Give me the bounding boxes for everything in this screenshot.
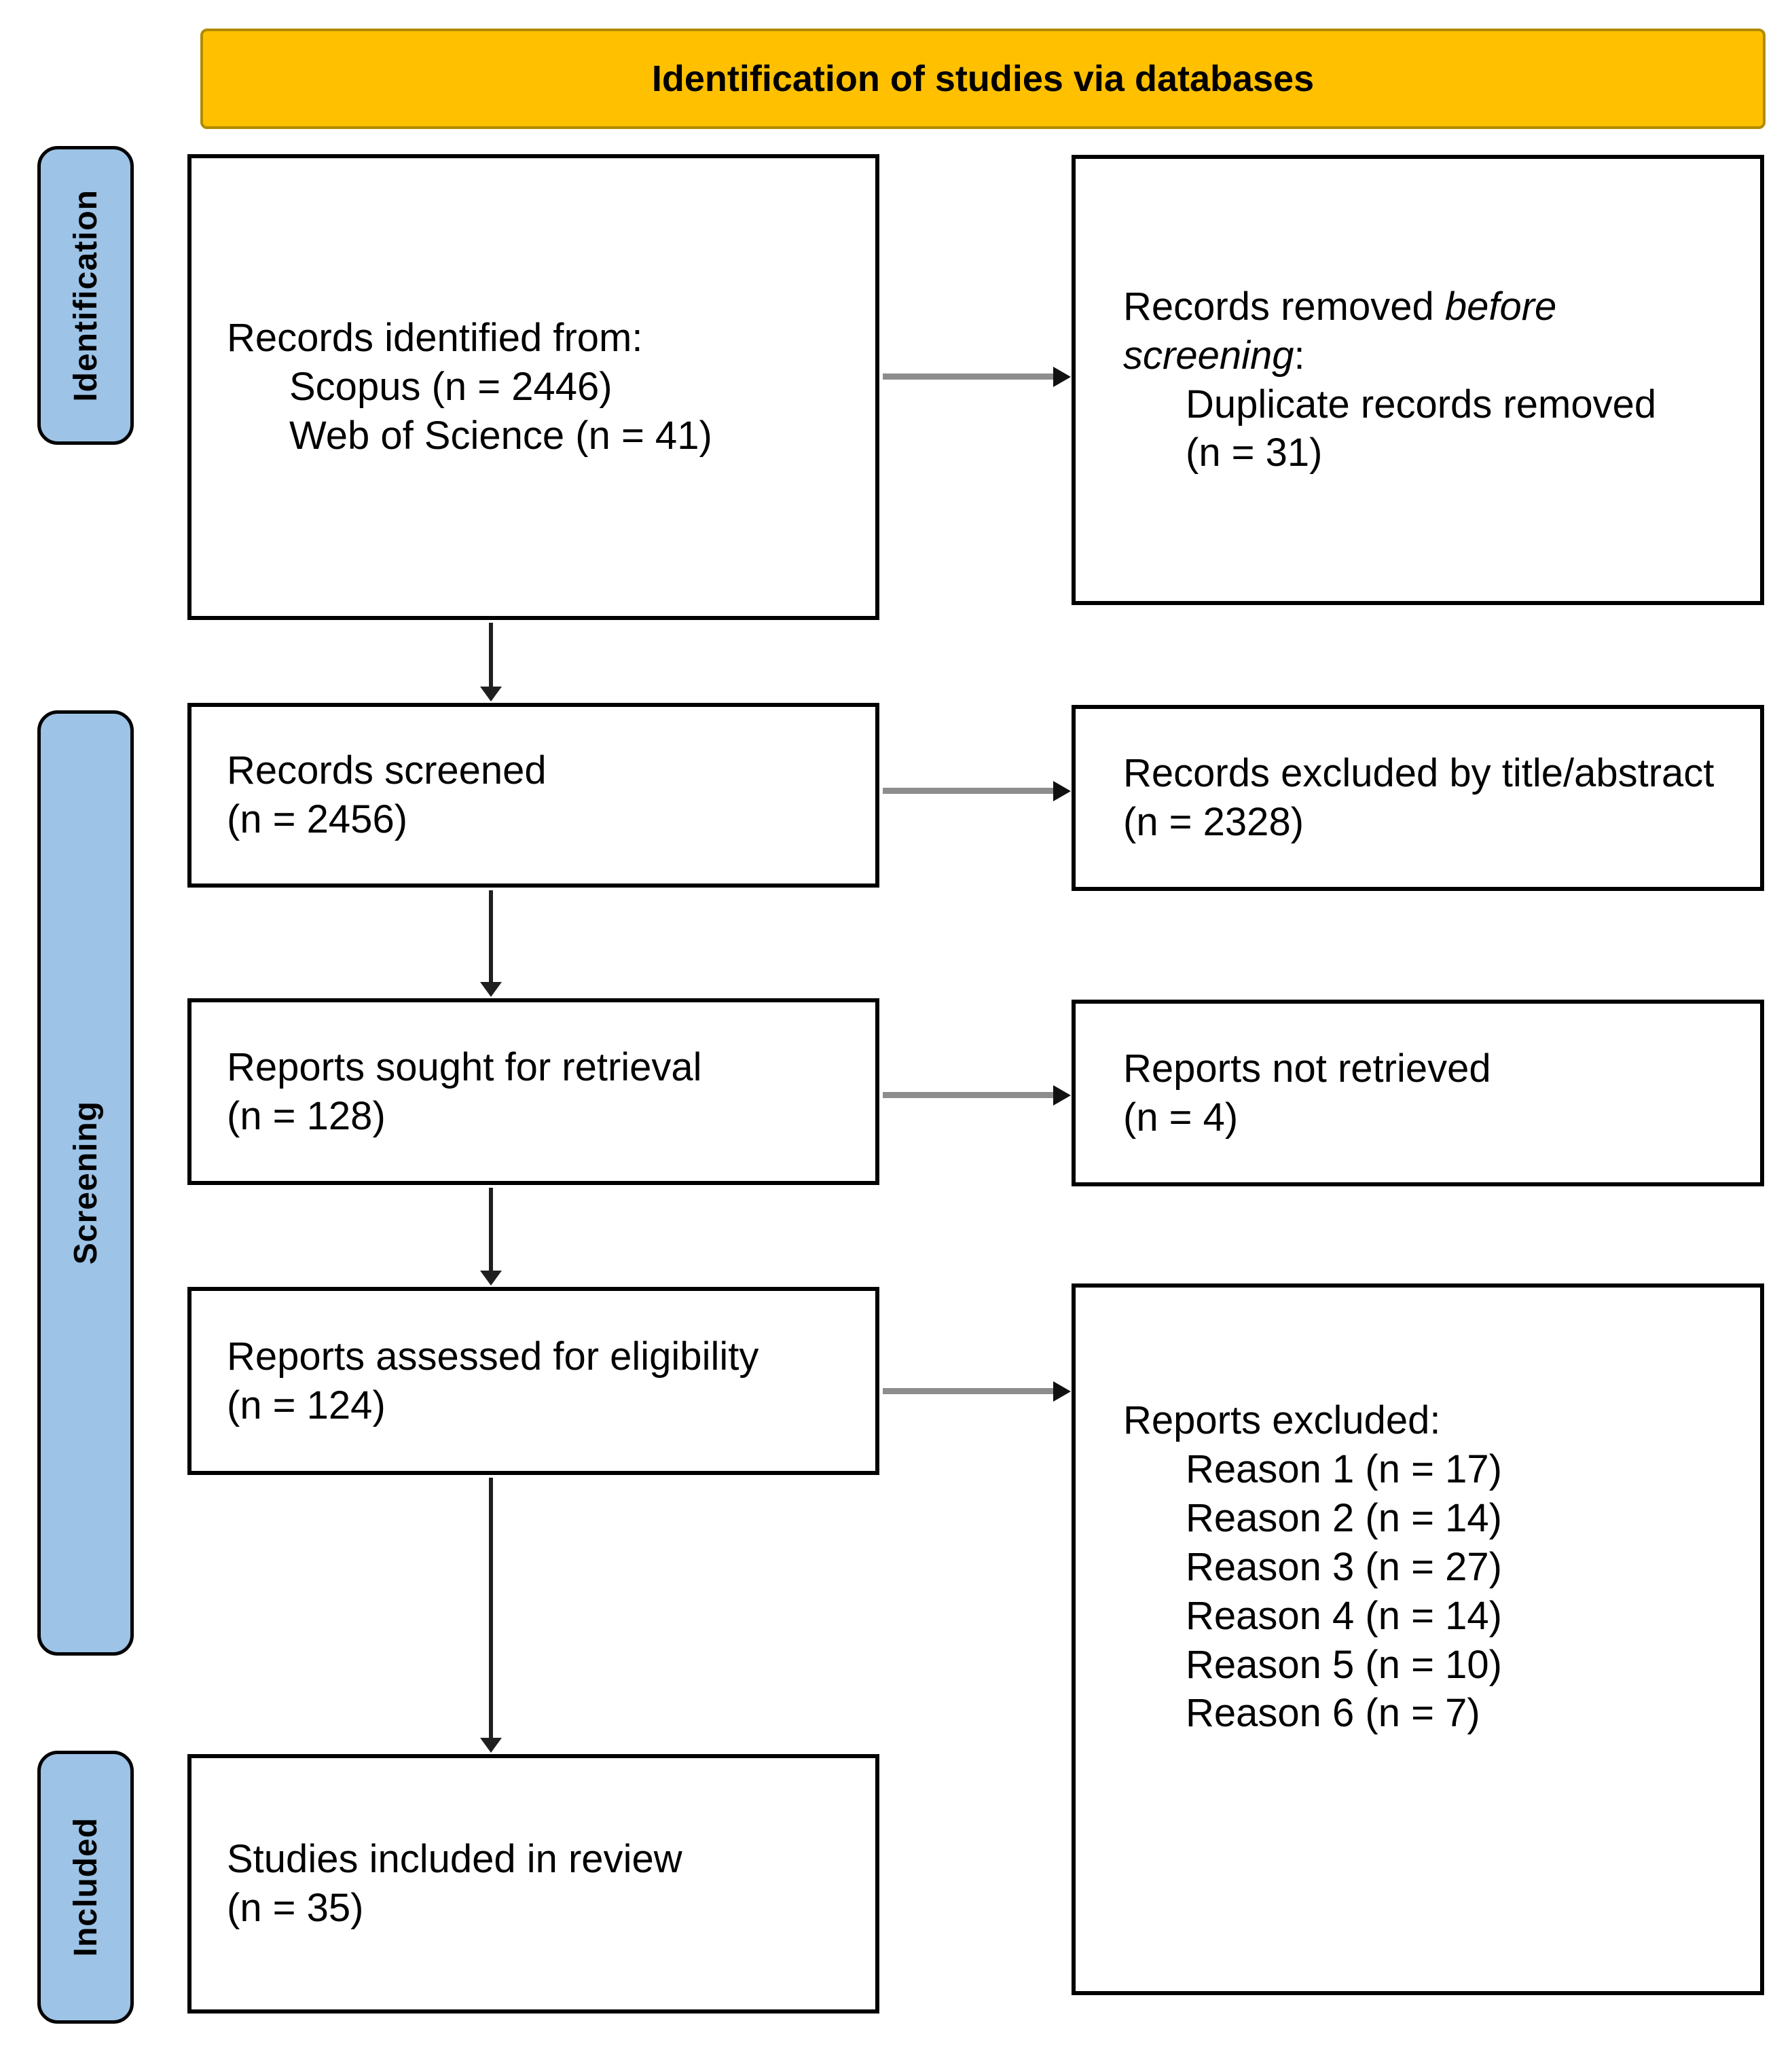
records-removed-line1: Records removed before bbox=[1123, 283, 1751, 331]
records-identified-wos: Web of Science (n = 41) bbox=[289, 413, 712, 458]
records-removed-normal-text: Records removed bbox=[1123, 284, 1445, 329]
records-removed-colon: : bbox=[1294, 333, 1305, 378]
box-records-excluded: Records excluded by title/abstract (n = … bbox=[1072, 705, 1764, 891]
records-screened-count: (n = 2456) bbox=[227, 797, 408, 841]
reason-item: Reason 1 (n = 17) bbox=[1186, 1446, 1502, 1491]
banner-title: Identification of studies via databases bbox=[651, 58, 1315, 99]
records-removed-line2: screening: bbox=[1123, 331, 1751, 380]
stage-label-identification-text: Identification bbox=[67, 189, 104, 402]
duplicate-records-removed: Duplicate records removed bbox=[1186, 382, 1657, 426]
studies-included-label: Studies included in review bbox=[227, 1837, 682, 1882]
records-excluded-count: (n = 2328) bbox=[1123, 800, 1304, 844]
records-removed-italic-before: before bbox=[1444, 284, 1557, 329]
box-records-removed-before-screening: Records removed before screening: Duplic… bbox=[1072, 155, 1764, 605]
reason-item: Reason 3 (n = 27) bbox=[1186, 1544, 1502, 1589]
arrow-screened-to-sought bbox=[489, 890, 493, 983]
box-studies-included: Studies included in review (n = 35) bbox=[187, 1754, 879, 2014]
reports-excluded-title: Reports excluded: bbox=[1123, 1398, 1441, 1442]
records-excluded-label: Records excluded by title/abstract bbox=[1123, 751, 1715, 796]
reports-not-retrieved-count: (n = 4) bbox=[1123, 1095, 1239, 1140]
reason-item: Reason 4 (n = 14) bbox=[1186, 1593, 1502, 1638]
records-removed-italic-screening: screening bbox=[1123, 333, 1294, 378]
arrow-identified-to-removed bbox=[883, 373, 1054, 380]
reason-item: Reason 6 (n = 7) bbox=[1186, 1691, 1480, 1736]
box-reports-assessed: Reports assessed for eligibility (n = 12… bbox=[187, 1287, 879, 1475]
box-reports-sought: Reports sought for retrieval (n = 128) bbox=[187, 998, 879, 1185]
duplicate-records-removed-count: (n = 31) bbox=[1186, 431, 1323, 475]
reports-not-retrieved-label: Reports not retrieved bbox=[1123, 1046, 1491, 1091]
arrow-assessed-to-excluded-reasons bbox=[883, 1388, 1054, 1394]
box-reports-not-retrieved: Reports not retrieved (n = 4) bbox=[1072, 1000, 1764, 1186]
reports-assessed-label: Reports assessed for eligibility bbox=[227, 1334, 759, 1379]
reports-sought-count: (n = 128) bbox=[227, 1093, 386, 1138]
reports-sought-label: Reports sought for retrieval bbox=[227, 1044, 702, 1089]
stage-label-screening: Screening bbox=[37, 710, 134, 1656]
reason-item: Reason 2 (n = 14) bbox=[1186, 1495, 1502, 1540]
arrow-assessed-to-included bbox=[489, 1478, 493, 1739]
box-records-identified: Records identified from: Scopus (n = 244… bbox=[187, 154, 879, 620]
studies-included-count: (n = 35) bbox=[227, 1886, 364, 1930]
stage-label-included-text: Included bbox=[67, 1817, 104, 1957]
arrow-sought-to-assessed bbox=[489, 1188, 493, 1272]
arrow-identified-to-screened bbox=[489, 623, 493, 688]
reason-item: Reason 5 (n = 10) bbox=[1186, 1642, 1502, 1687]
reports-assessed-count: (n = 124) bbox=[227, 1383, 386, 1427]
records-identified-line: Records identified from: bbox=[227, 316, 643, 361]
stage-label-identification: Identification bbox=[37, 146, 134, 445]
records-screened-label: Records screened bbox=[227, 748, 547, 793]
banner-identification-via-databases: Identification of studies via databases bbox=[200, 29, 1766, 129]
box-reports-excluded-reasons: Reports excluded: Reason 1 (n = 17) Reas… bbox=[1072, 1283, 1764, 1995]
records-identified-scopus: Scopus (n = 2446) bbox=[289, 365, 612, 409]
arrow-sought-to-not-retrieved bbox=[883, 1092, 1054, 1098]
stage-label-included: Included bbox=[37, 1751, 134, 2024]
stage-label-screening-text: Screening bbox=[67, 1101, 104, 1265]
arrow-screened-to-excluded bbox=[883, 788, 1054, 794]
box-records-screened: Records screened (n = 2456) bbox=[187, 703, 879, 888]
